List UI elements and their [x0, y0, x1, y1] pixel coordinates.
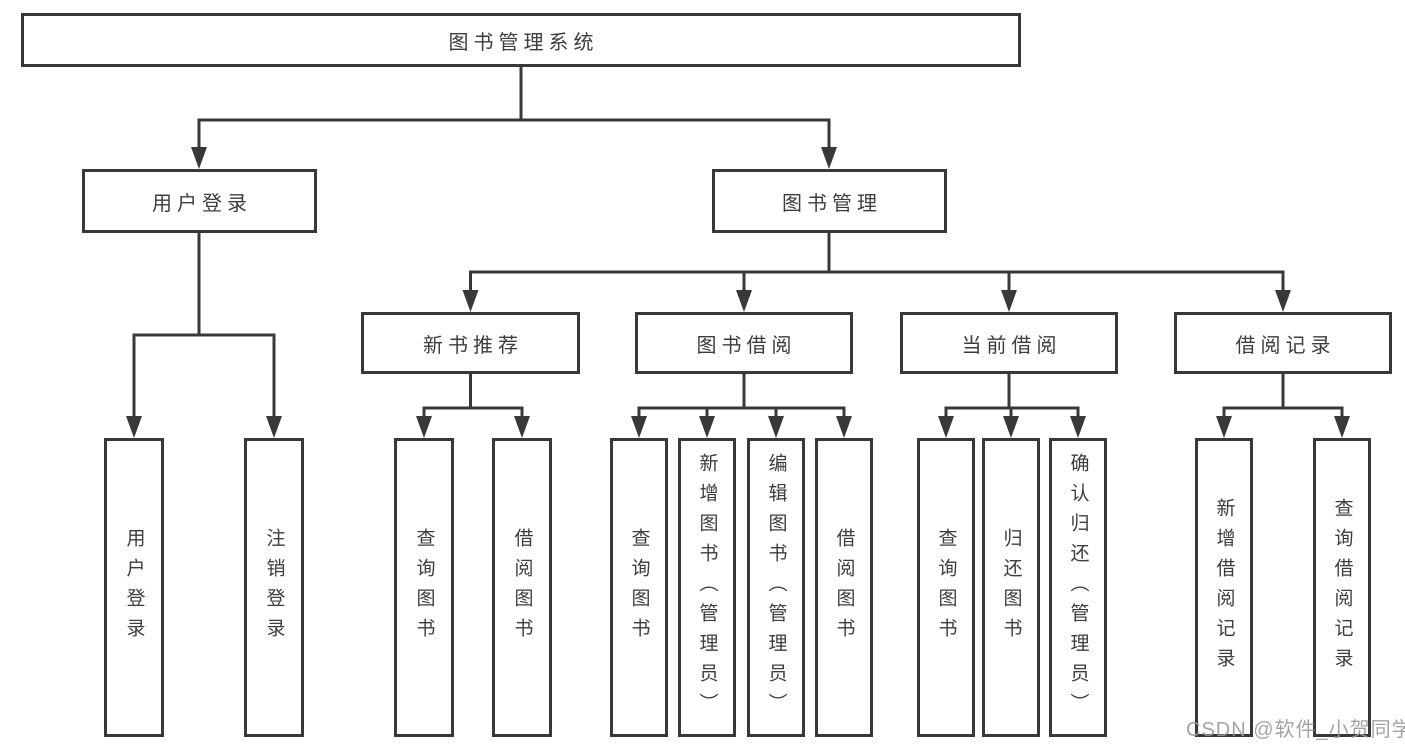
leaf-label: 用户登录	[123, 527, 145, 648]
leaf-logout: 注销登录	[244, 438, 304, 737]
node-book-borrowing: 图书借阅	[635, 312, 853, 374]
leaf-label: 查询图书	[935, 527, 957, 648]
leaf-edit-books-admin: 编辑图书（管理员）	[747, 438, 805, 737]
leaf-add-books-admin: 新增图书（管理员）	[678, 438, 736, 737]
node-borrowing-records: 借阅记录	[1174, 312, 1392, 374]
node-user-login: 用户登录	[82, 169, 317, 233]
node-new-book-recommendation: 新书推荐	[361, 312, 580, 374]
leaf-query-books-recommend: 查询图书	[394, 438, 454, 737]
leaf-return-books: 归还图书	[982, 438, 1040, 737]
node-label: 新书推荐	[423, 334, 523, 357]
leaf-query-books-current: 查询图书	[917, 438, 975, 737]
leaf-query-borrow-record: 查询借阅记录	[1313, 438, 1371, 737]
leaf-query-books-borrowing: 查询图书	[610, 438, 668, 737]
leaf-label: 注销登录	[263, 527, 285, 648]
watermark: CSDN @软件_小贺同学	[1186, 719, 1405, 741]
node-library-management-system: 图书管理系统	[21, 13, 1021, 67]
leaf-label: 确认归还（管理员）	[1067, 452, 1089, 723]
leaf-add-borrow-record: 新增借阅记录	[1195, 438, 1253, 737]
node-label: 图书管理	[782, 192, 882, 215]
node-current-borrowing: 当前借阅	[900, 312, 1118, 374]
leaf-label: 新增借阅记录	[1213, 497, 1235, 678]
leaf-borrow-books-borrowing: 借阅图书	[815, 438, 873, 737]
node-label: 当前借阅	[961, 334, 1062, 357]
leaf-label: 借阅图书	[833, 527, 855, 648]
node-label: 借阅记录	[1235, 334, 1336, 357]
leaf-label: 新增图书（管理员）	[696, 452, 718, 723]
leaf-label: 查询图书	[628, 527, 650, 648]
leaf-label: 借阅图书	[511, 527, 533, 648]
leaf-label: 查询借阅记录	[1331, 497, 1353, 678]
arrowhead-icons	[126, 147, 1350, 438]
leaf-label: 编辑图书（管理员）	[765, 452, 787, 723]
leaf-label: 查询图书	[413, 527, 435, 648]
leaf-user-login: 用户登录	[104, 438, 164, 737]
node-label: 图书管理系统	[448, 31, 599, 54]
leaf-label: 归还图书	[1000, 527, 1022, 648]
node-label: 图书借阅	[696, 334, 797, 357]
leaf-borrow-books-recommend: 借阅图书	[492, 438, 552, 737]
node-book-management: 图书管理	[712, 169, 947, 233]
leaf-confirm-return-admin: 确认归还（管理员）	[1049, 438, 1107, 737]
node-label: 用户登录	[152, 192, 252, 215]
